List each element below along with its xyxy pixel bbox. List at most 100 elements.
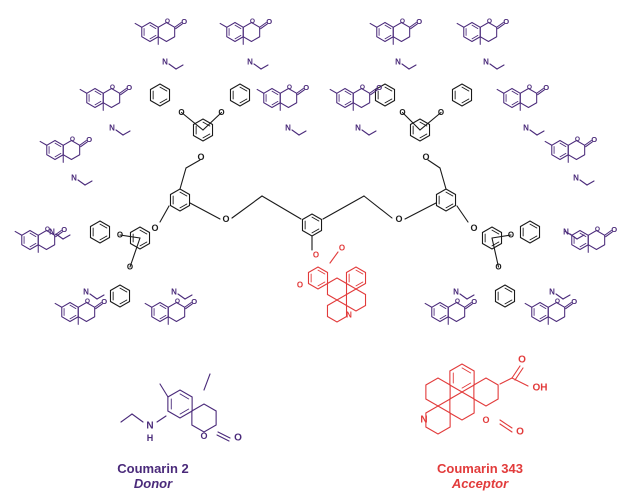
acceptor-nitrogen: N — [420, 415, 427, 426]
ether-oxygen: O — [197, 152, 204, 162]
acceptor-structure: N O O O OH — [420, 355, 547, 438]
coumarin-unit: OO — [424, 297, 477, 325]
ring-oxygen: O — [575, 136, 580, 143]
coumarin-unit: OO — [256, 83, 309, 111]
coumarin-unit: OO — [524, 297, 577, 325]
ether-oxygen: O — [495, 263, 501, 272]
acceptor-role: Acceptor — [451, 476, 509, 491]
amine-nitrogen: N — [563, 228, 569, 237]
ether-oxygen: O — [151, 223, 158, 233]
carbonyl-oxygen: O — [181, 17, 187, 26]
ether-oxygen: O — [422, 152, 429, 162]
donor-name: Coumarin 2 — [117, 461, 189, 476]
carboxyl-oxygen: O — [518, 355, 526, 366]
coumarin-unit: OO — [144, 297, 197, 325]
amine-nitrogen: N — [355, 124, 361, 133]
donor-label: Coumarin 2 Donor — [88, 461, 218, 491]
ether-oxygen: O — [395, 214, 402, 224]
carbonyl-oxygen: O — [503, 17, 509, 26]
coumarin-unit: OO — [14, 225, 67, 253]
amine-nitrogen: N — [171, 288, 177, 297]
donor-carbonyl-oxygen: O — [234, 433, 242, 444]
lactone-oxygen: O — [297, 281, 303, 290]
carbonyl-oxygen: O — [471, 297, 477, 306]
carbonyl-oxygen: O — [339, 244, 345, 253]
ring-oxygen: O — [287, 84, 292, 91]
coumarin-unit: OO — [134, 17, 187, 45]
amine-nitrogen: N — [523, 124, 529, 133]
coumarin-unit: OO — [219, 17, 272, 45]
coumarin-unit: OO — [54, 297, 107, 325]
amine-nitrogen: N — [549, 288, 555, 297]
donor-hydrogen: H — [147, 433, 154, 443]
ether-oxygen: O — [470, 223, 477, 233]
ether-oxygen: O — [438, 108, 444, 117]
ring-oxygen: O — [45, 226, 50, 233]
coumarin-unit: OO — [79, 83, 132, 111]
ether-oxygen: O — [117, 231, 123, 240]
amine-nitrogen: N — [83, 288, 89, 297]
coumarin-unit: OO — [456, 17, 509, 45]
donor-role: Donor — [133, 476, 173, 491]
ring-oxygen: O — [110, 84, 115, 91]
coumarin-unit: OO — [39, 135, 92, 163]
ring-oxygen: O — [455, 298, 460, 305]
ester-oxygen: O — [313, 251, 319, 260]
acceptor-carbonyl-oxygen: O — [516, 427, 524, 438]
amine-nitrogen: N — [285, 124, 291, 133]
ether-oxygen: O — [127, 263, 133, 272]
acceptor-ring-oxygen: O — [482, 415, 489, 425]
ether-oxygen: O — [218, 108, 224, 117]
amine-nitrogen: N — [483, 58, 489, 67]
acceptor-name: Coumarin 343 — [437, 461, 523, 476]
coumarin-unit: OO — [329, 83, 382, 111]
amine-nitrogen: N — [49, 228, 55, 237]
ring-oxygen: O — [165, 18, 170, 25]
ether-oxygen: O — [508, 231, 514, 240]
ring-oxygen: O — [85, 298, 90, 305]
ring-oxygen: O — [360, 84, 365, 91]
amine-nitrogen: N — [395, 58, 401, 67]
coumarin-unit: OO — [564, 225, 617, 253]
ether-oxygen: O — [178, 108, 184, 117]
carbonyl-oxygen: O — [86, 135, 92, 144]
julolidine-nitrogen: N — [346, 311, 352, 320]
carbonyl-oxygen: O — [61, 225, 67, 234]
ether-oxygen: O — [399, 108, 405, 117]
acceptor-label: Coumarin 343 Acceptor — [405, 461, 555, 491]
carbonyl-oxygen: O — [126, 83, 132, 92]
carbonyl-oxygen: O — [571, 297, 577, 306]
ring-oxygen: O — [400, 18, 405, 25]
donor-nitrogen: N — [146, 421, 153, 432]
coumarin-unit: OO — [496, 83, 549, 111]
ring-oxygen: O — [595, 226, 600, 233]
carbonyl-oxygen: O — [303, 83, 309, 92]
carbonyl-oxygen: O — [591, 135, 597, 144]
amine-nitrogen: N — [247, 58, 253, 67]
carbonyl-oxygen: O — [101, 297, 107, 306]
ring-oxygen: O — [250, 18, 255, 25]
ring-oxygen: O — [487, 18, 492, 25]
acceptor-core: O N O O — [297, 244, 367, 323]
amine-nitrogen: N — [109, 124, 115, 133]
ring-oxygen: O — [175, 298, 180, 305]
amine-nitrogen: N — [453, 288, 459, 297]
ring-oxygen: O — [527, 84, 532, 91]
ether-oxygen: O — [222, 214, 229, 224]
ring-oxygen: O — [70, 136, 75, 143]
coumarin-unit: OO — [544, 135, 597, 163]
carbonyl-oxygen: O — [266, 17, 272, 26]
donor-ring-oxygen: O — [200, 431, 207, 441]
carbonyl-oxygen: O — [376, 83, 382, 92]
carbonyl-oxygen: O — [611, 225, 617, 234]
amine-nitrogen: N — [162, 58, 168, 67]
ring-oxygen: O — [555, 298, 560, 305]
carbonyl-oxygen: O — [191, 297, 197, 306]
donor-structure: O O NH — [120, 373, 242, 444]
carboxyl-hydroxyl: OH — [533, 383, 548, 394]
carbonyl-oxygen: O — [416, 17, 422, 26]
